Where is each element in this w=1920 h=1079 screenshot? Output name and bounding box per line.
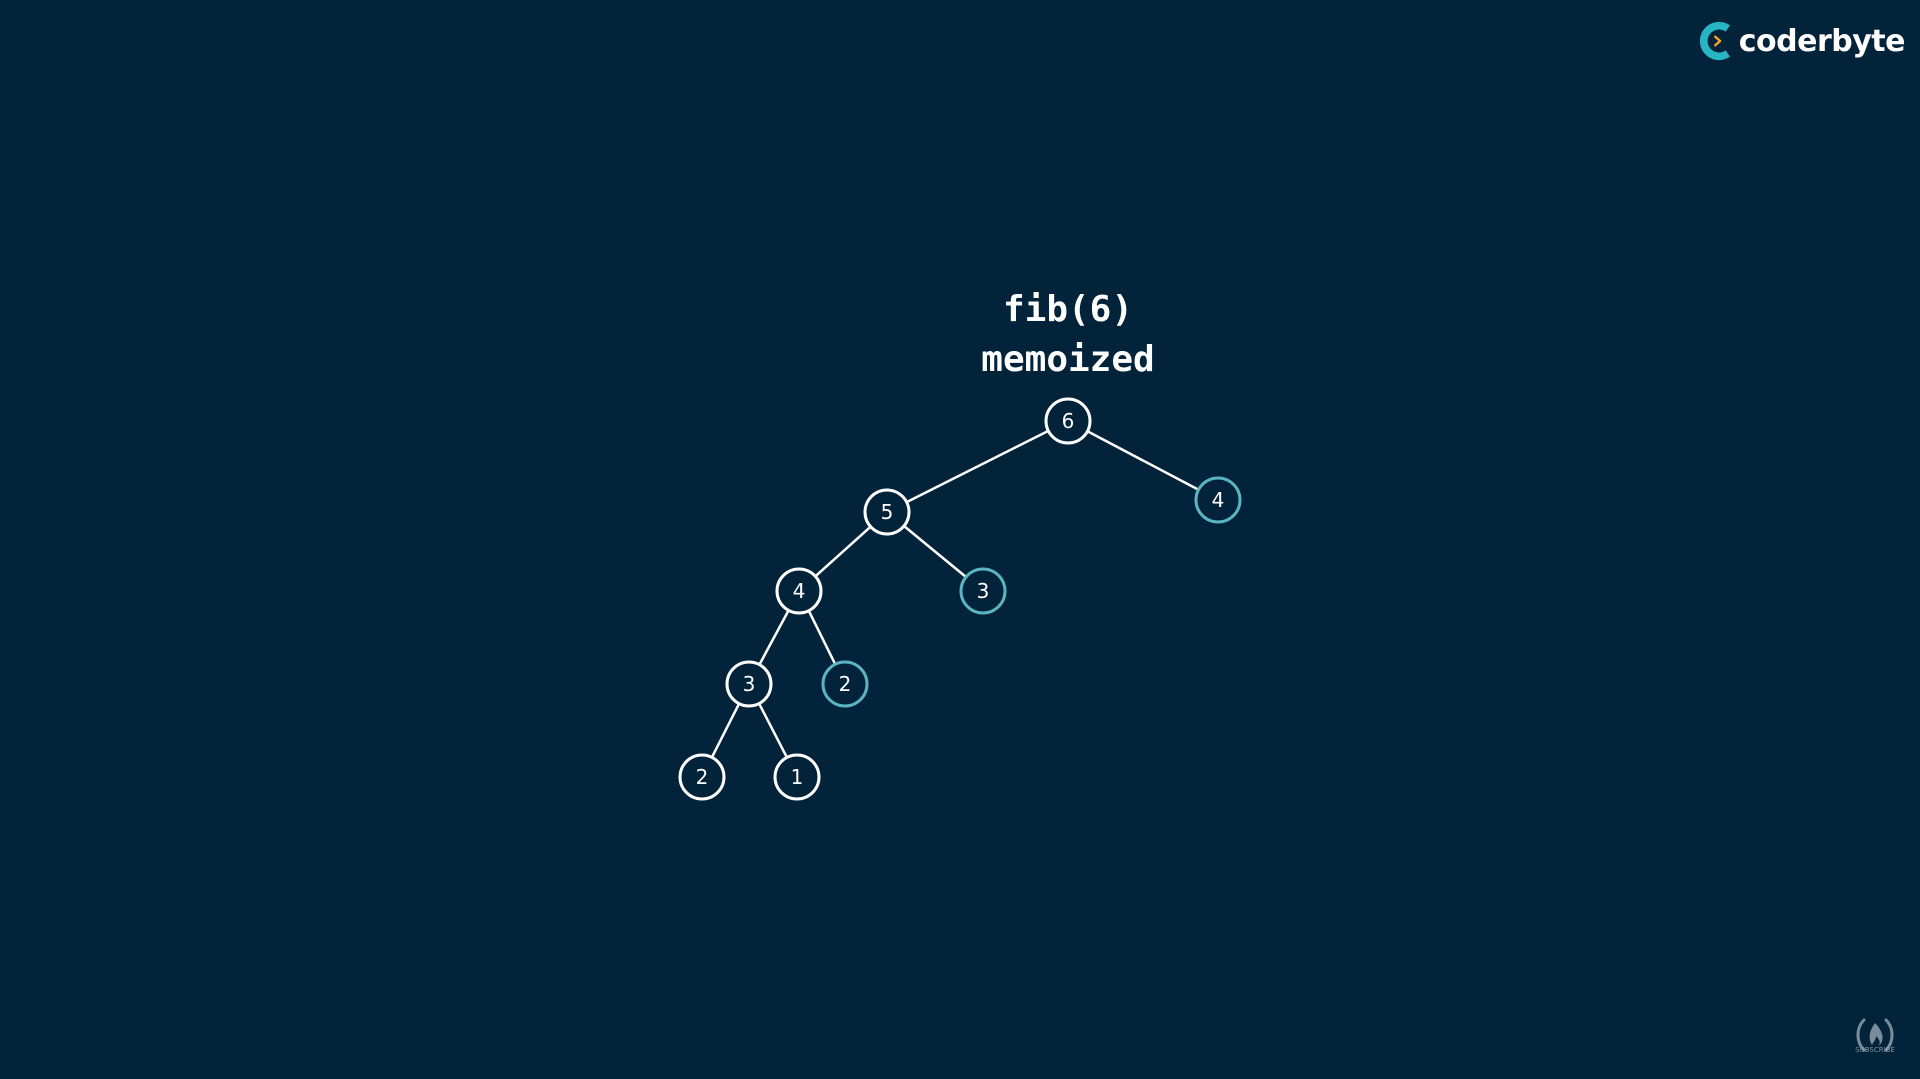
freecodecamp-icon xyxy=(1856,1018,1894,1052)
subscribe-caption: SUBSCRIBE xyxy=(1855,1046,1895,1054)
tree-nodes: 6 5 4 4 3 3 2 2 1 xyxy=(678,397,1242,801)
node-label: 6 xyxy=(1062,409,1075,433)
node-label: 2 xyxy=(839,672,852,696)
tree-node-memoized: 4 xyxy=(1194,476,1242,524)
node-label: 3 xyxy=(977,579,990,603)
tree-node-memoized: 2 xyxy=(821,660,869,708)
node-label: 5 xyxy=(881,500,894,524)
tree-node-computed: 2 xyxy=(678,753,726,801)
tree-edge xyxy=(814,525,872,578)
node-label: 2 xyxy=(696,765,709,789)
tree-node-memoized: 3 xyxy=(959,567,1007,615)
node-circle xyxy=(959,567,1007,615)
node-circle xyxy=(773,753,821,801)
tree-node-computed: 5 xyxy=(863,488,911,536)
tree-edge xyxy=(1086,430,1200,491)
node-circle xyxy=(1044,397,1092,445)
tree-node-computed: 6 xyxy=(1044,397,1092,445)
coderbyte-logo: coderbyte xyxy=(1700,14,1906,68)
coderbyte-logo-icon xyxy=(1700,21,1731,61)
node-circle xyxy=(775,567,823,615)
tree-edge xyxy=(807,610,837,665)
tree-edge xyxy=(710,703,741,758)
node-circle xyxy=(725,660,773,708)
node-label: 4 xyxy=(1212,488,1225,512)
node-label: 1 xyxy=(791,765,804,789)
diagram-title: fib(6) xyxy=(1002,289,1134,330)
tree-edge xyxy=(757,702,789,759)
tree-node-computed: 4 xyxy=(775,567,823,615)
tree-edge xyxy=(758,609,790,666)
node-circle xyxy=(863,488,911,536)
node-circle xyxy=(821,660,869,708)
tree-node-computed: 1 xyxy=(773,753,821,801)
node-label: 3 xyxy=(743,672,756,696)
diagram-subtitle: memoized xyxy=(981,339,1155,380)
tree-node-computed: 3 xyxy=(725,660,773,708)
node-label: 4 xyxy=(793,579,806,603)
node-circle xyxy=(678,753,726,801)
tree-edge xyxy=(906,429,1049,504)
node-circle xyxy=(1194,476,1242,524)
tree-edge xyxy=(903,525,967,578)
tree-edges xyxy=(710,429,1200,759)
coderbyte-logo-text: coderbyte xyxy=(1738,23,1906,59)
